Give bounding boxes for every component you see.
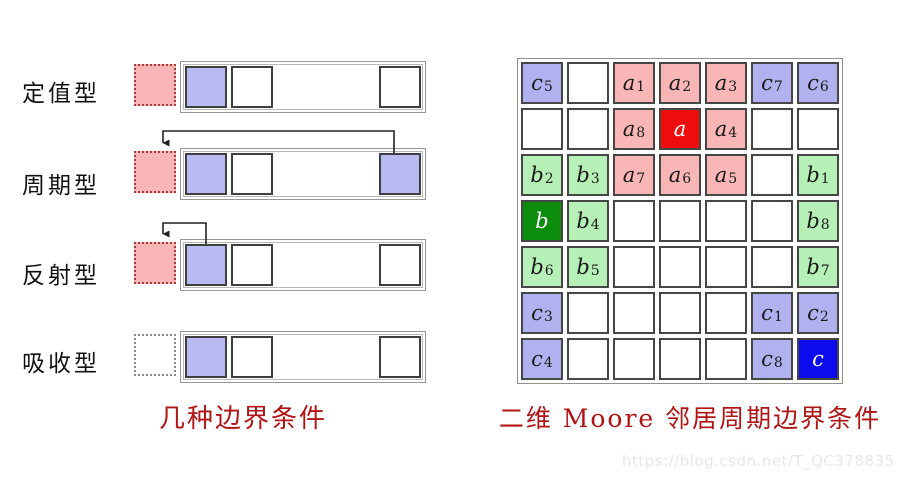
grid-cell-empty: [567, 108, 609, 150]
lattice-cell: [379, 244, 421, 286]
lattice-track: [180, 239, 426, 291]
ghost-boundary-cell: [134, 334, 176, 376]
lattice-cell: [379, 66, 421, 108]
grid-cell-empty: [705, 338, 747, 380]
grid-cell-empty: [751, 200, 793, 242]
lattice-cell: [185, 66, 227, 108]
lattice-track-inner: [183, 151, 423, 197]
lattice-cell: [231, 336, 273, 378]
row-label: 定值型: [22, 81, 100, 107]
grid-cell-empty: [659, 200, 701, 242]
grid-cell-empty: [567, 338, 609, 380]
lattice-track: [180, 331, 426, 383]
grid-cell-empty: [613, 246, 655, 288]
grid-cell-empty: [659, 246, 701, 288]
lattice-track: [180, 148, 426, 200]
row-label: 周期型: [22, 173, 100, 199]
grid-cell-c: c: [797, 338, 839, 380]
lattice-cell: [185, 153, 227, 195]
grid-cell-empty: [751, 108, 793, 150]
grid-cell-empty: [659, 338, 701, 380]
grid-cell-empty: [705, 246, 747, 288]
grid-cell-empty: [567, 62, 609, 104]
right-caption: 二维 Moore 邻居周期边界条件: [498, 404, 882, 433]
left-caption: 几种边界条件: [158, 404, 327, 434]
lattice-track-inner: [183, 334, 423, 380]
ghost-boundary-cell: [134, 151, 176, 193]
lattice-cell: [379, 336, 421, 378]
grid-cell-empty: [705, 200, 747, 242]
grid-cell-empty: [751, 154, 793, 196]
grid-cell-empty: [521, 108, 563, 150]
row-label: 反射型: [22, 263, 100, 289]
grid-cell-empty: [613, 292, 655, 334]
grid-cell-empty: [659, 292, 701, 334]
grid-cell-empty: [705, 292, 747, 334]
grid-cell-empty: [613, 200, 655, 242]
lattice-cell: [379, 153, 421, 195]
grid-cell-b: b: [521, 200, 563, 242]
lattice-track: [180, 61, 426, 113]
lattice-cell: [231, 66, 273, 108]
grid-cell-empty: [751, 246, 793, 288]
grid-cell-empty: [797, 108, 839, 150]
ghost-boundary-cell: [134, 64, 176, 106]
lattice-track-inner: [183, 64, 423, 110]
lattice-track-inner: [183, 242, 423, 288]
grid-cell-empty: [613, 338, 655, 380]
lattice-cell: [231, 244, 273, 286]
row-label: 吸收型: [22, 351, 100, 377]
grid-cell-empty: [567, 292, 609, 334]
lattice-cell: [185, 336, 227, 378]
lattice-cell: [185, 244, 227, 286]
watermark: https://blog.csdn.net/T_QC378835: [622, 452, 895, 470]
grid-cell-a: a: [659, 108, 701, 150]
lattice-cell: [231, 153, 273, 195]
ghost-boundary-cell: [134, 242, 176, 284]
